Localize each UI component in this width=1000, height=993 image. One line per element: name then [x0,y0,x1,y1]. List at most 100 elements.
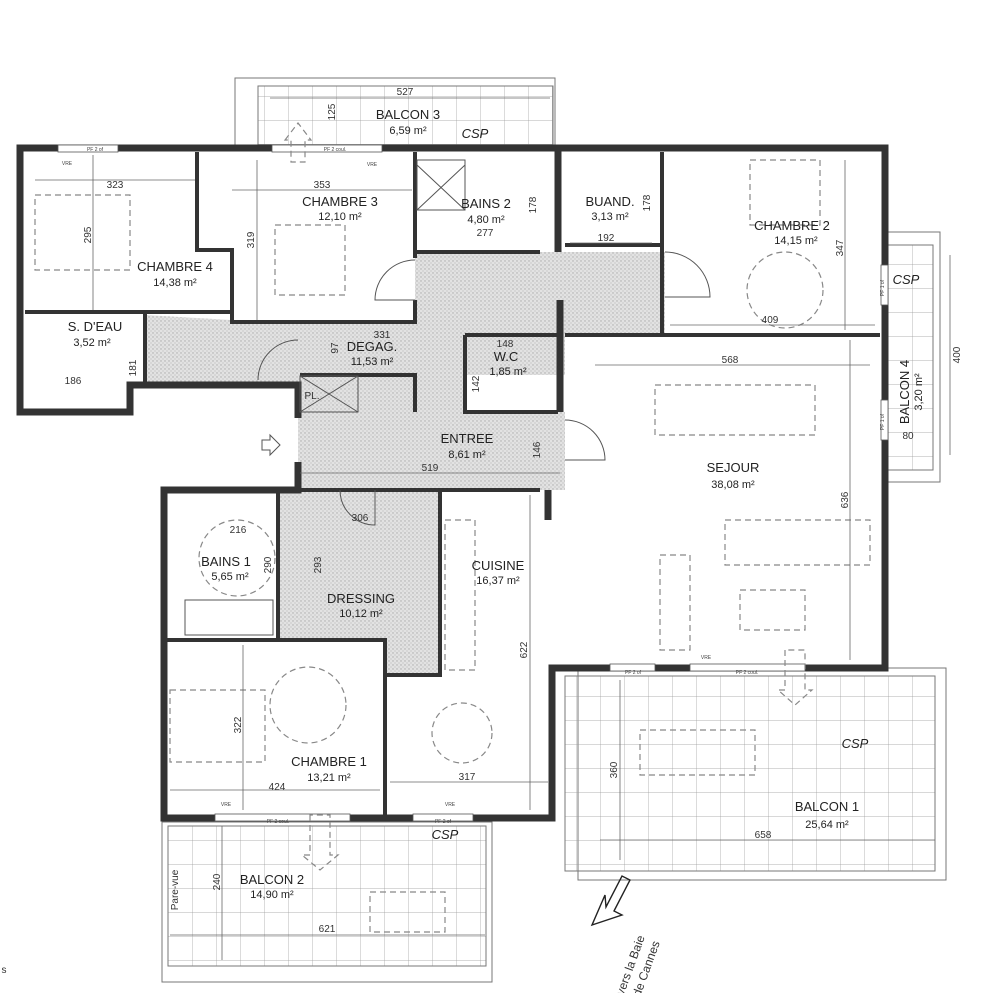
dimension: 240 [212,873,223,890]
room-area: 12,10 m² [318,211,362,223]
csp-label: CSP [842,736,869,751]
dimension: 331 [374,330,391,341]
dimension: 317 [459,772,476,783]
dimension: 323 [107,180,124,191]
windows [57,144,889,822]
room-name: DEGAG. [347,339,398,354]
pl-label: PL. [304,391,319,402]
dimension: 216 [230,525,247,536]
dimension: 146 [532,441,543,458]
room-name: CUISINE [472,558,525,573]
room-name: CHAMBRE 3 [302,194,378,209]
window-label: VRE [445,802,456,808]
dimension: 148 [497,339,514,350]
room-area: 10,12 m² [339,608,383,620]
dimension: 277 [477,228,494,239]
arrows [261,122,814,927]
csp-label: CSP [462,126,489,141]
room-name: CHAMBRE 4 [137,259,213,274]
room-cuisine: CUISINE 16,37 m² [472,558,525,587]
room-wc: W.C 1,85 m² [489,349,527,378]
window-label: PF 2 of [435,819,452,825]
room-balcon4: BALCON 4 3,20 m² [897,360,925,424]
dimension: 319 [246,231,257,248]
room-name: SEJOUR [707,460,760,475]
room-area: 1,85 m² [489,366,527,378]
room-name: BUAND. [585,194,634,209]
window-label: VRE [701,655,712,661]
room-chambre3: CHAMBRE 3 12,10 m² [302,194,378,223]
circulation-areas [145,252,665,675]
dimension: 125 [327,103,338,120]
window-label: VRE [367,162,378,168]
room-name: BAINS 1 [201,554,251,569]
dimension: 409 [762,315,779,326]
window-label: VRE [221,802,232,808]
corner-text: s [2,965,7,976]
window-label: PF 2 coul. [267,819,290,825]
room-bains2: BAINS 2 4,80 m² [461,196,511,226]
room-name: BALCON 2 [240,872,304,887]
room-name: BAINS 2 [461,196,511,211]
dimension: 80 [902,431,914,442]
view-arrow-icon [590,875,631,927]
dimension: 142 [471,375,482,392]
room-chambre1: CHAMBRE 1 13,21 m² [291,754,367,784]
dimension: 181 [128,359,139,376]
dimension: 400 [952,346,963,363]
dimension: 424 [269,782,286,793]
room-area: 14,38 m² [153,277,197,289]
window-label: PF 1 of [880,279,886,296]
dimension: 360 [609,761,620,778]
room-area: 38,08 m² [711,479,755,491]
dimension: 192 [598,233,615,244]
dimension: 97 [330,342,341,354]
window-label: PF 2 of [87,147,104,153]
room-area: 6,59 m² [389,125,427,137]
room-area: 3,13 m² [591,211,629,223]
window-label: PF 2 coul. [324,147,347,153]
room-area: 25,64 m² [805,819,849,831]
room-name: BALCON 1 [795,799,859,814]
room-sdeau: S. D'EAU 3,52 m² [68,319,123,349]
room-name: CHAMBRE 1 [291,754,367,769]
dimension: 347 [835,239,846,256]
room-area: 3,52 m² [73,337,111,349]
dimension: 568 [722,355,739,366]
room-sejour: SEJOUR 38,08 m² [707,460,760,491]
room-name: BALCON 3 [376,107,440,122]
dimension: 527 [397,87,414,98]
room-area: 8,61 m² [448,449,486,461]
room-chambre2: CHAMBRE 2 14,15 m² [754,218,830,247]
room-area: 14,15 m² [774,235,818,247]
room-name: CHAMBRE 2 [754,218,830,233]
dimension: 186 [65,376,82,387]
dimension: 353 [314,180,331,191]
room-name: BALCON 4 [897,360,912,424]
balcon-3 [234,77,556,151]
balcon-2 [161,821,493,983]
csp-label: CSP [432,827,459,842]
room-name: DRESSING [327,591,395,606]
room-name: ENTREE [441,431,494,446]
room-bains1: BAINS 1 5,65 m² [201,554,251,583]
balcon-1 [564,667,947,881]
window-label: PF 2 of [625,670,642,676]
room-area: 13,21 m² [307,772,351,784]
dimension-texts: 527 125 323 295 353 319 277 178 192 178 … [65,87,963,935]
dimension: 622 [519,641,530,658]
window-label: PF 2 coul. [736,670,759,676]
room-area: 11,53 m² [351,356,394,368]
dimension: 293 [313,556,324,573]
room-dressing: DRESSING 10,12 m² [327,591,395,620]
room-balcon2: BALCON 2 14,90 m² [240,872,304,901]
dimension: 636 [840,491,851,508]
room-chambre4: CHAMBRE 4 14,38 m² [137,259,213,289]
room-balcon1: BALCON 1 25,64 m² [795,799,859,831]
dimension: 519 [422,463,439,474]
dimension-lines [35,97,951,960]
room-balcon3: BALCON 3 6,59 m² [376,107,440,137]
window-label: PF 1 of [880,413,886,430]
room-name: W.C [494,349,519,364]
room-name: S. D'EAU [68,319,123,334]
